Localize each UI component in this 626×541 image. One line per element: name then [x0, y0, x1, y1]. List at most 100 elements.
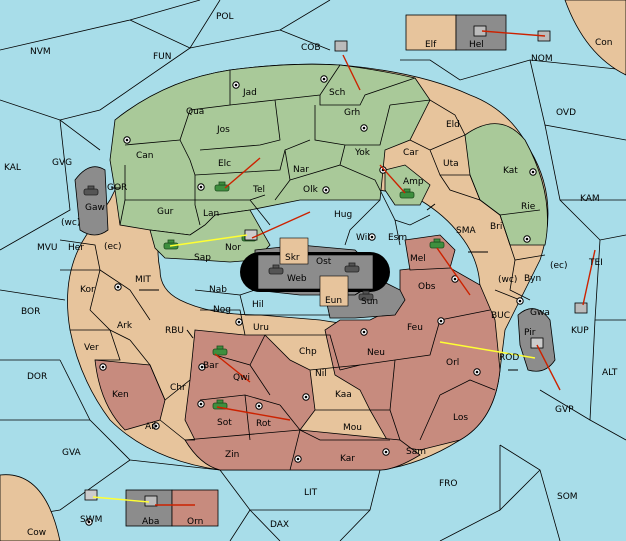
label-eun: Eun — [325, 296, 342, 306]
label-orn: Orn — [187, 517, 203, 527]
label-esm: Esm — [388, 233, 407, 243]
region-green-east — [464, 123, 548, 246]
order-arrows — [92, 30, 596, 506]
label-nog: Nog — [213, 305, 231, 315]
label-rbu: RBU — [165, 326, 184, 336]
label-rod: ROD — [499, 353, 519, 363]
label-wil: Wil — [356, 233, 370, 243]
label-cow: Cow — [27, 528, 46, 538]
gray-units — [83, 185, 374, 301]
label-hil: Hil — [252, 300, 264, 310]
label-ec-w: (ec) — [104, 242, 122, 252]
label-gvg: GVG — [52, 158, 72, 168]
label-kam: KAM — [580, 194, 600, 204]
label-web: Web — [287, 274, 307, 284]
label-mit: MIT — [135, 275, 151, 285]
label-orl: Orl — [446, 358, 459, 368]
label-jad: Jad — [242, 88, 257, 98]
label-aba: Aba — [142, 517, 159, 527]
label-byn: Byn — [524, 274, 541, 284]
label-bri: Bri — [490, 222, 502, 232]
label-wc-e: (wc) — [498, 275, 517, 285]
label-olk: Olk — [303, 185, 319, 195]
label-ark: Ark — [117, 321, 133, 331]
label-gwa: Gwa — [530, 308, 550, 318]
label-swm: SWM — [80, 515, 102, 525]
province-eun[interactable] — [319, 275, 349, 307]
region-red-south — [184, 329, 316, 441]
label-bar: Bar — [203, 361, 219, 371]
label-feu: Feu — [407, 323, 423, 333]
label-gva: GVA — [62, 448, 82, 458]
province-gaw[interactable] — [74, 166, 109, 236]
label-rie: Rie — [521, 202, 536, 212]
label-mou: Mou — [343, 423, 362, 433]
province-labels: Elf Car Eld Uta Ost Her Kor Ark Ver Chr … — [68, 40, 550, 527]
province-borders — [59, 64, 546, 471]
label-lan: Lan — [203, 209, 219, 219]
label-chp: Chp — [299, 347, 317, 357]
label-amp: Amp — [403, 177, 424, 187]
label-fun: FUN — [153, 52, 172, 62]
label-alt: ALT — [602, 368, 618, 378]
passage-arrows — [111, 187, 518, 371]
province-orn[interactable] — [171, 489, 219, 527]
province-amp[interactable] — [384, 164, 431, 206]
label-skr: Skr — [285, 253, 300, 263]
province-ken[interactable] — [94, 359, 166, 431]
label-hug: Hug — [334, 210, 352, 220]
label-lit: LIT — [304, 488, 318, 498]
label-tei: TEI — [588, 258, 603, 268]
label-uta: Uta — [443, 159, 459, 169]
label-pir: Pir — [524, 328, 536, 338]
label-bor: BOR — [21, 307, 40, 317]
label-nom: NOM — [531, 54, 553, 64]
label-wc-w: (wc) — [61, 218, 80, 228]
label-ver: Ver — [84, 343, 99, 353]
sea-labels: POL NVM FUN COB NOM Con OVD KAL GVG KAM … — [4, 12, 618, 538]
label-sap: Sap — [194, 253, 211, 263]
label-som: SOM — [557, 492, 578, 502]
label-car: Car — [403, 148, 419, 158]
label-gor: GOR — [107, 183, 127, 193]
label-can: Can — [136, 151, 154, 161]
label-nil: Nil — [315, 369, 327, 379]
label-sot: Sot — [217, 418, 232, 428]
label-kal: KAL — [4, 163, 21, 173]
label-sun: Sun — [361, 297, 378, 307]
label-zin: Zin — [225, 450, 239, 460]
label-uru: Uru — [253, 323, 269, 333]
label-grh: Grh — [344, 108, 360, 118]
label-ken: Ken — [112, 390, 129, 400]
supply-centers — [85, 75, 537, 526]
label-buc: BUC — [491, 311, 510, 321]
label-sma: SMA — [456, 226, 476, 236]
label-rot: Rot — [256, 419, 271, 429]
label-nor: Nor — [225, 243, 241, 253]
label-neu: Neu — [367, 348, 385, 358]
label-gur: Gur — [157, 207, 174, 217]
province-elf[interactable] — [405, 14, 457, 51]
label-ost: Ost — [316, 257, 332, 267]
label-jos: Jos — [216, 125, 230, 135]
label-ail: Ail — [145, 422, 156, 432]
label-tel: Tel — [252, 185, 265, 195]
label-kar: Kar — [340, 454, 355, 464]
label-nvm: NVM — [30, 47, 51, 57]
label-ec-e: (ec) — [550, 261, 568, 271]
label-dax: DAX — [270, 520, 289, 530]
label-qua: Qua — [186, 107, 204, 117]
label-dor: DOR — [27, 372, 47, 382]
label-ovd: OVD — [556, 108, 576, 118]
label-gvp: GVP — [555, 405, 574, 415]
label-mel: Mel — [410, 254, 426, 264]
label-fro: FRO — [439, 479, 458, 489]
province-skr[interactable] — [279, 237, 309, 265]
label-yok: Yok — [354, 148, 371, 158]
label-los: Los — [453, 413, 468, 423]
label-sch: Sch — [329, 88, 345, 98]
label-cob: COB — [301, 43, 321, 53]
label-gaw: Gaw — [85, 203, 105, 213]
label-pol: POL — [216, 12, 234, 22]
label-hel: Hel — [469, 40, 484, 50]
